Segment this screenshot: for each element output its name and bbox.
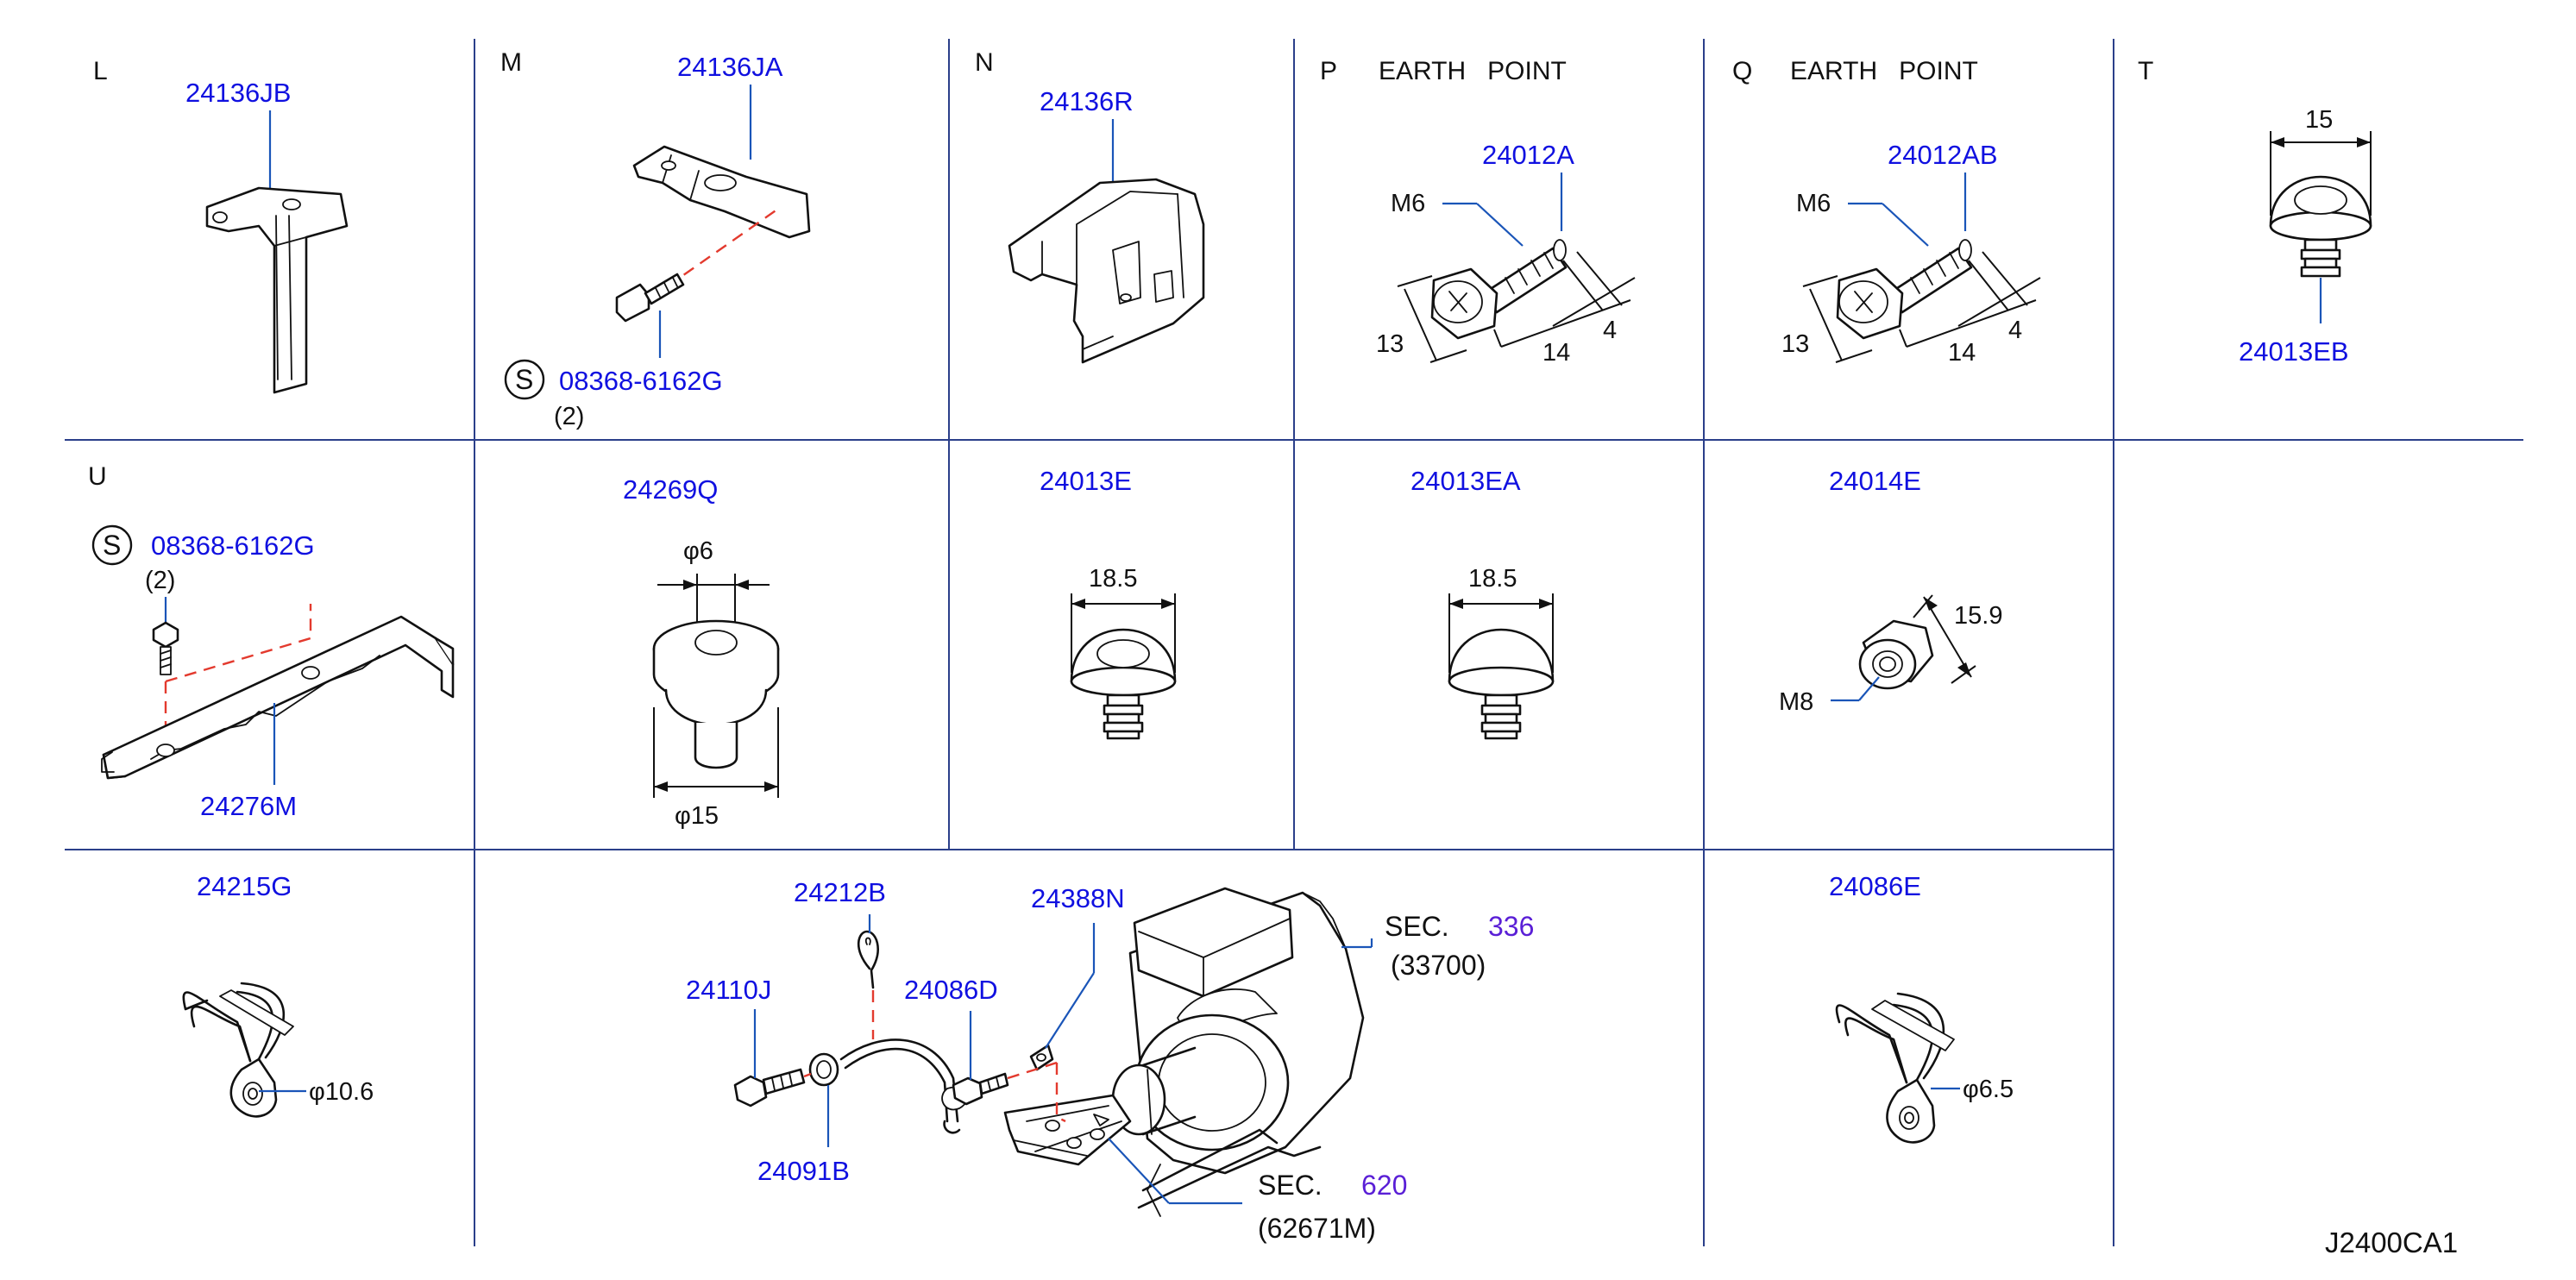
cell-letter-T: T xyxy=(2138,57,2153,85)
dim-hole-diameter: φ6 xyxy=(683,537,713,565)
dim-diameter-24013E: 18.5 xyxy=(1089,565,1137,593)
bracket-24136JA xyxy=(632,145,811,239)
cell-Q: Q EARTH POINT 24012AB M6 13 14 4 xyxy=(1732,57,2041,367)
part-number-24136R[interactable]: 24136R xyxy=(1040,86,1134,116)
part-number-08368-6162G-M[interactable]: 08368-6162G xyxy=(559,366,723,396)
quantity-U: (2) xyxy=(145,567,175,594)
earth-bolt-24012AB xyxy=(1836,239,1973,340)
earth-point-title-P: EARTH POINT xyxy=(1379,57,1567,85)
cell-T: T 15 24013EB xyxy=(2138,57,2372,367)
part-number-24013EA[interactable]: 24013EA xyxy=(1411,466,1521,496)
part-number-24013E[interactable]: 24013E xyxy=(1040,466,1132,496)
bracket-24136R xyxy=(1008,178,1205,364)
quantity-M: (2) xyxy=(554,403,584,430)
earth-bolt-24012A xyxy=(1430,239,1568,340)
clip-24013EB xyxy=(2269,175,2372,278)
part-number-24012A[interactable]: 24012A xyxy=(1482,140,1574,170)
part-number-24215G[interactable]: 24215G xyxy=(197,871,292,901)
sec-number-lower[interactable]: 620 xyxy=(1361,1170,1407,1201)
part-number-24086E[interactable]: 24086E xyxy=(1829,871,1921,901)
earth-cable-24091B xyxy=(808,1038,969,1134)
tie-24212B xyxy=(857,930,879,989)
weld-nut-24014E xyxy=(1858,619,1934,690)
diagram-code: J2400CA1 xyxy=(2325,1227,2458,1258)
sec-number-upper[interactable]: 336 xyxy=(1488,911,1534,942)
clip-24013E xyxy=(1070,628,1177,740)
cell-N: N 24136R xyxy=(975,48,1205,364)
standard-part-symbol-U xyxy=(91,524,133,566)
dim-outer-diameter: φ15 xyxy=(675,802,719,830)
part-number-24136JB[interactable]: 24136JB xyxy=(185,78,291,108)
thread-size-nut: M8 xyxy=(1779,688,1813,716)
dim-height-P: 13 xyxy=(1376,330,1404,358)
bolt-08368-6162G-M xyxy=(615,273,685,323)
cell-grommet: 24269Q φ6 φ15 xyxy=(623,474,780,830)
cell-letter-Q: Q xyxy=(1732,57,1752,85)
dim-thread-Q: 4 xyxy=(2008,317,2022,344)
part-number-24136JA[interactable]: 24136JA xyxy=(677,52,783,82)
earth-point-title-Q: EARTH POINT xyxy=(1790,57,1978,85)
part-number-24110J[interactable]: 24110J xyxy=(686,975,771,1005)
part-number-24014E[interactable]: 24014E xyxy=(1829,466,1921,496)
cell-assembly: 24388N 24212B 24091B 24110J xyxy=(686,877,1534,1244)
standard-symbol-M: S xyxy=(515,364,533,395)
grommet-24269Q xyxy=(652,619,780,769)
sec-code-lower: (62671M) xyxy=(1258,1213,1376,1244)
cell-M: M 24136JA S 08368-6162G (2) xyxy=(500,48,811,430)
cell-letter-U: U xyxy=(88,462,107,491)
cell-P: P EARTH POINT 24012A M6 13 14 4 xyxy=(1320,57,1636,367)
cell-letter-M: M xyxy=(500,48,522,77)
cell-clip-24013E: 24013E 18.5 xyxy=(1040,466,1177,740)
standard-part-symbol-M xyxy=(504,359,545,400)
bolt-08368-6162G-U xyxy=(152,621,179,675)
dim-diameter-T: 15 xyxy=(2305,106,2333,134)
sec-code-upper: (33700) xyxy=(1391,950,1486,981)
part-number-24212B[interactable]: 24212B xyxy=(794,877,886,907)
standard-symbol-U: S xyxy=(103,530,121,561)
cell-U: U S 08368-6162G (2) 24276M xyxy=(88,462,455,821)
cell-clamp-24086E: 24086E φ6.5 xyxy=(1829,871,2014,1144)
cell-letter-P: P xyxy=(1320,57,1337,85)
bolt-24086D xyxy=(952,1072,1009,1106)
part-number-24091B[interactable]: 24091B xyxy=(757,1156,850,1186)
bolt-24110J xyxy=(733,1068,806,1107)
cell-letter-N: N xyxy=(975,48,994,77)
cell-clamp-24215G: 24215G φ10.6 xyxy=(182,871,374,1118)
clamp-24215G xyxy=(182,982,294,1118)
part-number-24012AB[interactable]: 24012AB xyxy=(1888,140,1998,170)
dim-height-Q: 13 xyxy=(1781,330,1809,358)
thread-size-P: M6 xyxy=(1391,190,1425,217)
cell-letter-L: L xyxy=(93,57,108,85)
cell-clip-24013EA: 24013EA 18.5 xyxy=(1411,466,1555,740)
clamp-24086E xyxy=(1835,992,1955,1144)
cell-nut-24014E: 24014E 15.9 M8 xyxy=(1779,466,2002,716)
dim-nut: 15.9 xyxy=(1954,602,2002,630)
dim-thread-P: 4 xyxy=(1603,317,1617,344)
clip-24013EA xyxy=(1448,628,1555,740)
part-number-24388N[interactable]: 24388N xyxy=(1031,883,1125,913)
protector-24276M xyxy=(101,615,455,780)
part-number-08368-6162G-U[interactable]: 08368-6162G xyxy=(151,530,315,561)
part-number-24013EB[interactable]: 24013EB xyxy=(2239,336,2349,367)
dim-diameter-24013EA: 18.5 xyxy=(1468,565,1517,593)
part-number-24269Q[interactable]: 24269Q xyxy=(623,474,718,505)
dim-length-Q: 14 xyxy=(1948,339,1976,367)
part-number-24086D[interactable]: 24086D xyxy=(904,975,998,1005)
sec-label-upper: SEC. xyxy=(1385,911,1449,942)
part-number-24276M[interactable]: 24276M xyxy=(200,791,297,821)
bracket-24388N xyxy=(1029,1044,1054,1071)
thread-size-Q: M6 xyxy=(1796,190,1831,217)
cell-L: L 24136JB xyxy=(93,57,349,394)
engine-assembly xyxy=(1003,887,1365,1217)
sec-label-lower: SEC. xyxy=(1258,1170,1323,1201)
bracket-24136JB xyxy=(205,186,349,394)
dim-clamp-e: φ6.5 xyxy=(1963,1076,2014,1103)
dim-length-P: 14 xyxy=(1542,339,1570,367)
grid-lines xyxy=(65,39,2523,1246)
dim-clamp-g: φ10.6 xyxy=(309,1078,374,1106)
